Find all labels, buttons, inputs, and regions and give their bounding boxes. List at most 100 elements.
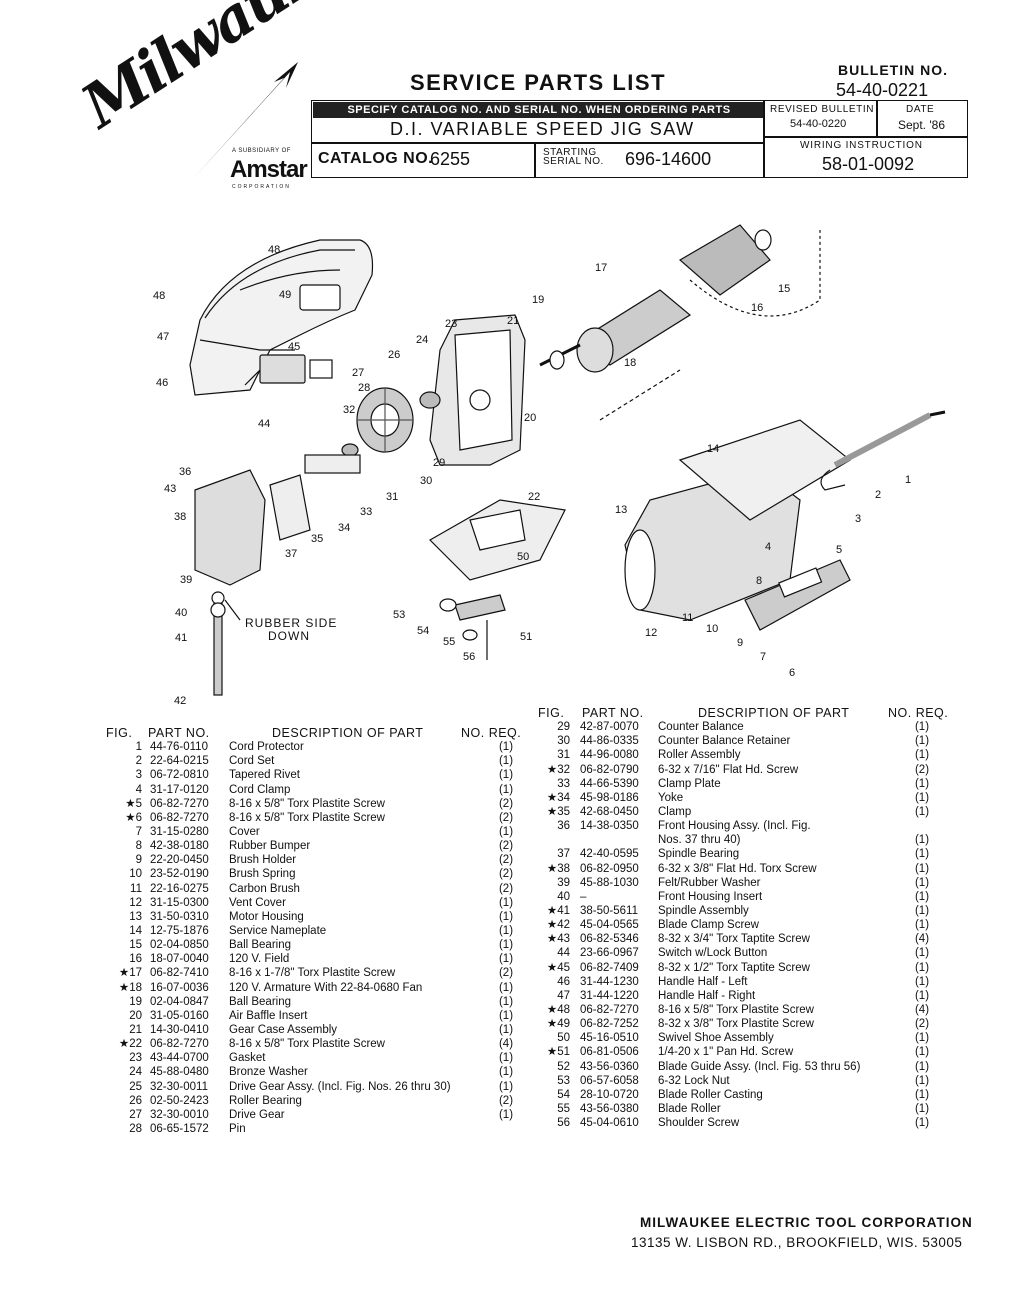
part-number: 06-82-7409	[580, 961, 639, 974]
callout-33: 33	[360, 506, 372, 518]
fig-value: 54	[557, 1088, 570, 1101]
part-number: 02-04-0850	[150, 939, 209, 952]
part-description: Pin	[229, 1122, 246, 1135]
part-description: Swivel Shoe Assembly	[658, 1032, 774, 1045]
wiring-instruction-label: WIRING INSTRUCTION	[800, 140, 923, 151]
parts-table-left: FIG. PART NO. DESCRIPTION OF PART NO. RE…	[106, 726, 526, 1136]
counter-balance-drawing	[304, 391, 441, 474]
quantity-required: (1)	[914, 1088, 930, 1101]
part-number: 06-57-6058	[580, 1074, 639, 1087]
fig-value: 23	[129, 1052, 142, 1065]
star-marker: ★	[546, 805, 558, 818]
callout-20: 20	[524, 412, 536, 424]
quantity-required: (1)	[498, 1080, 514, 1093]
part-description: 6-32 x 3/8" Flat Hd. Torx Screw	[658, 862, 817, 875]
fig-value: 13	[129, 910, 142, 923]
quantity-required: (1)	[498, 755, 514, 768]
star-marker: ★	[118, 981, 130, 994]
part-number: 02-04-0847	[150, 995, 209, 1008]
quantity-required: (1)	[914, 721, 930, 734]
quantity-required: (1)	[914, 848, 930, 861]
part-description: Gear Case Assembly	[229, 1023, 338, 1036]
part-number: 06-82-0950	[580, 862, 639, 875]
fig-value: 49	[557, 1018, 570, 1031]
fig-number: 53	[538, 1074, 570, 1088]
part-description: 8-16 x 5/8" Torx Plastite Screw	[658, 1003, 814, 1016]
callout-56: 56	[463, 651, 475, 663]
quantity-required: (1)	[498, 741, 514, 754]
callout-22: 22	[528, 491, 540, 503]
part-description: Roller Bearing	[229, 1094, 302, 1107]
part-number: 22-16-0275	[150, 882, 209, 895]
callout-26: 26	[388, 349, 400, 361]
quantity-required: (1)	[914, 735, 930, 748]
divider	[534, 142, 536, 178]
fig-value: 6	[135, 811, 142, 824]
revised-bulletin-value: 54-40-0220	[790, 118, 847, 130]
milwaukee-logo: Milwaukee A SUBSIDIARY OF Amstar CORPORA…	[70, 0, 391, 190]
fig-value: 35	[557, 805, 570, 818]
part-description: Carbon Brush	[229, 882, 300, 895]
specify-banner: SPECIFY CATALOG NO. AND SERIAL NO. WHEN …	[313, 102, 765, 118]
starting-serial-label: STARTING SERIAL NO.	[543, 147, 604, 167]
header-info-box	[311, 100, 968, 178]
fig-number: ★17	[106, 966, 142, 980]
quantity-required: (1)	[498, 995, 514, 1008]
quantity-required: (2)	[914, 1018, 930, 1031]
fig-number: ★35	[538, 805, 570, 819]
callout-51: 51	[520, 631, 532, 643]
callout-15: 15	[778, 283, 790, 295]
callout-11: 11	[682, 612, 693, 624]
part-number: 06-82-0790	[580, 763, 639, 776]
fig-number: 27	[106, 1108, 142, 1122]
fig-number: 52	[538, 1060, 570, 1074]
part-number: –	[580, 890, 587, 903]
part-number: 06-82-7270	[150, 811, 209, 824]
callout-32: 32	[343, 404, 355, 416]
part-number: 16-07-0036	[150, 981, 209, 994]
fig-number: 15	[106, 938, 142, 952]
fig-value: 4	[135, 783, 142, 796]
callout-42: 42	[174, 695, 186, 705]
fig-number: 50	[538, 1031, 570, 1045]
fig-number: 2	[106, 754, 142, 768]
star-marker: ★	[546, 791, 558, 804]
callout-38: 38	[174, 511, 186, 523]
fig-number: 39	[538, 876, 570, 890]
fig-value: 20	[129, 1009, 142, 1022]
bulletin-number: 54-40-0221	[836, 80, 929, 100]
callout-44: 44	[258, 418, 270, 430]
quantity-required: (4)	[914, 1003, 930, 1016]
quantity-required: (1)	[914, 834, 930, 847]
fig-value: 2	[135, 755, 142, 768]
fig-value: 55	[557, 1102, 570, 1115]
fig-value: 28	[129, 1122, 142, 1135]
star-marker: ★	[546, 1003, 558, 1016]
fig-value: 3	[135, 769, 142, 782]
date-label: DATE	[906, 104, 935, 115]
rubber-side-label-1: RUBBER SIDE	[245, 616, 337, 630]
parts-table-right: FIG. PART NO. DESCRIPTION OF PART NO. RE…	[538, 706, 958, 1130]
quantity-required: (2)	[498, 1094, 514, 1107]
callout-12: 12	[645, 627, 657, 639]
part-description: Blade Guide Assy. (Incl. Fig. 53 thru 56…	[658, 1060, 861, 1073]
fig-value: 5	[135, 797, 142, 810]
part-description: Clamp	[658, 805, 692, 818]
part-number: 06-82-7410	[150, 967, 209, 980]
fig-number: 20	[106, 1009, 142, 1023]
part-number: 38-50-5611	[580, 904, 638, 917]
header-part-no: PART NO.	[148, 726, 210, 740]
starting-label-line-1: STARTING	[543, 147, 597, 158]
quantity-required: (1)	[914, 989, 930, 1002]
